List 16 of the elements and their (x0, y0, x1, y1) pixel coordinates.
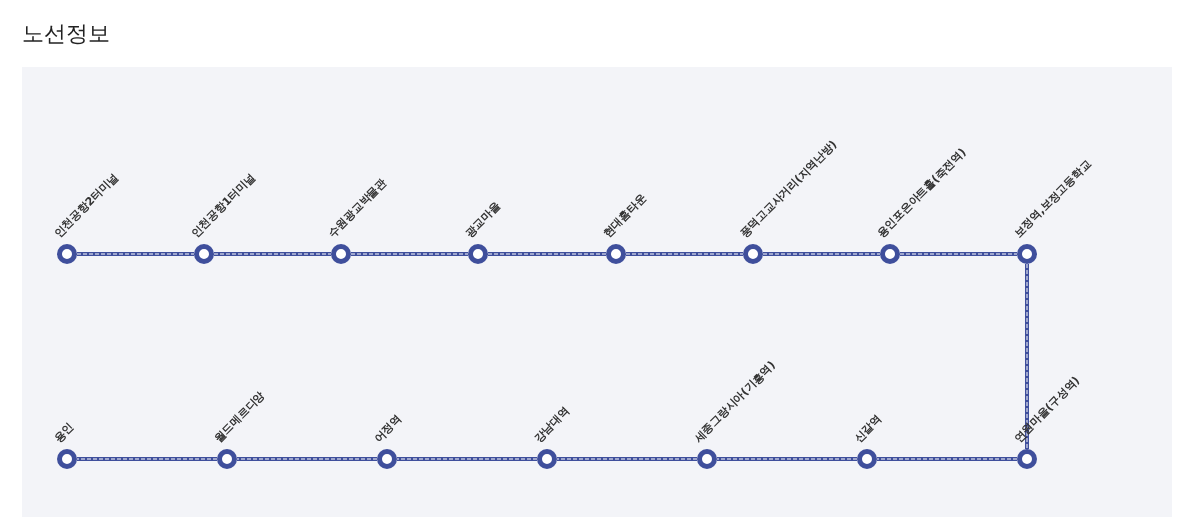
page-title: 노선정보 (22, 20, 110, 48)
route-line (876, 457, 1018, 461)
route-line (213, 252, 332, 256)
route-line (76, 457, 218, 461)
route-line (716, 457, 858, 461)
route-line (899, 252, 1018, 256)
route-line (350, 252, 469, 256)
route-line (1025, 263, 1029, 450)
route-line (762, 252, 881, 256)
station-name: 용인 (52, 420, 76, 444)
route-line (625, 252, 744, 256)
route-line (556, 457, 698, 461)
route-line (76, 252, 195, 256)
route-line (236, 457, 378, 461)
route-line (487, 252, 607, 256)
route-line (396, 457, 538, 461)
